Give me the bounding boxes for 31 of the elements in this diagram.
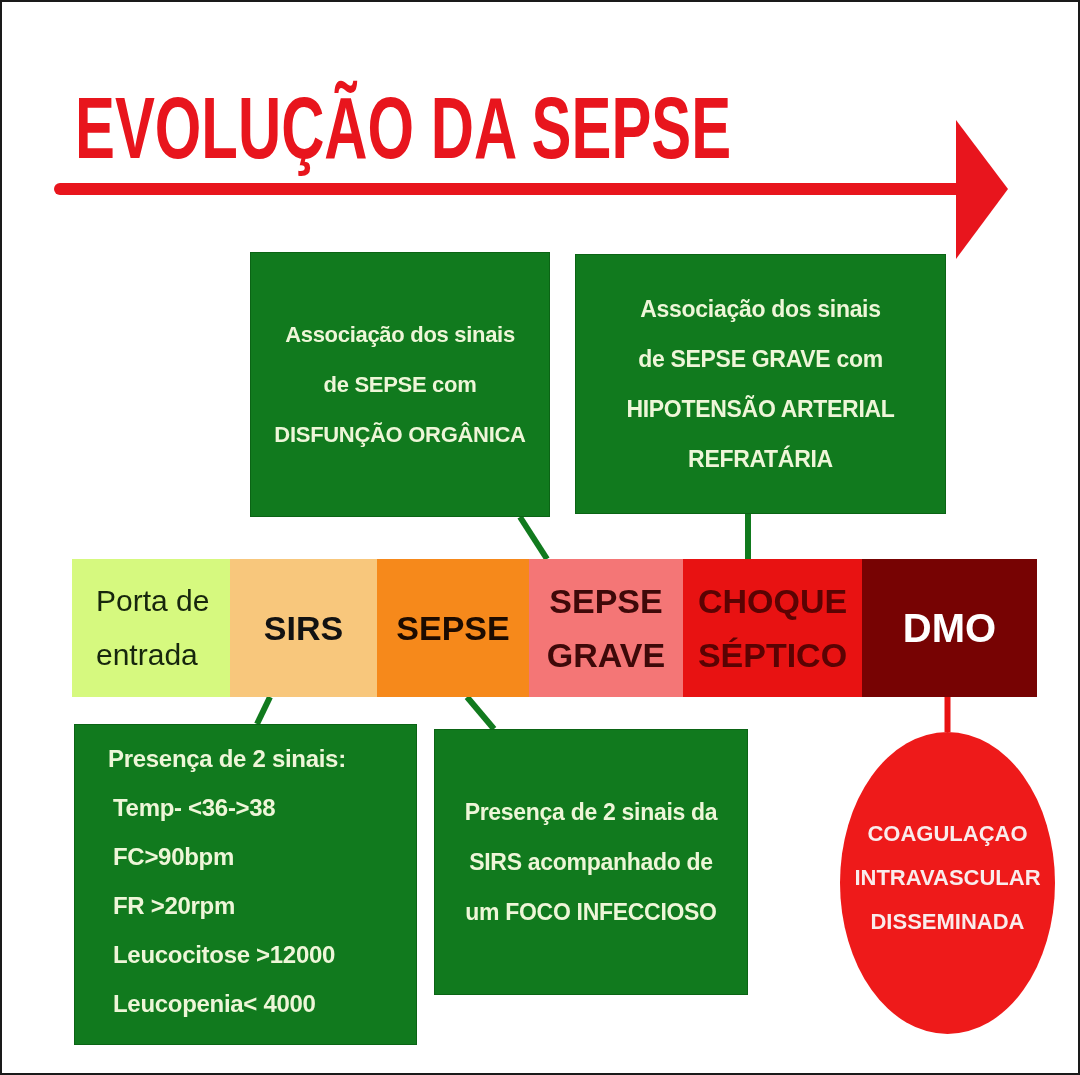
connector-line xyxy=(944,697,951,732)
callout-box xyxy=(434,729,748,995)
stage-label: SEPSE xyxy=(396,607,510,649)
connector-line xyxy=(517,515,550,561)
criteria-item: Leucopenia< 4000 xyxy=(113,989,316,1019)
connector-line xyxy=(745,514,751,559)
criteria-item: Leucocitose >12000 xyxy=(113,940,336,970)
callout-box xyxy=(250,252,550,517)
callout-text: Associação dos sinais de SEPSE com DISFUNÇÃO ORGÂNICA xyxy=(273,320,527,449)
stage-segment xyxy=(683,559,862,697)
stage-label: SEPSE GRAVE xyxy=(546,580,666,676)
stage-segment xyxy=(72,559,230,697)
stage-segment xyxy=(862,559,1037,697)
stage-segment xyxy=(529,559,683,697)
connector-line xyxy=(254,695,273,726)
criteria-heading: Presença de 2 sinais: xyxy=(108,744,346,774)
stage-label: CHOQUE SÉPTICO xyxy=(697,580,848,676)
connector-line xyxy=(464,695,497,731)
stage-label: SIRS xyxy=(263,607,344,649)
callout-box xyxy=(575,254,946,514)
stage-label: DMO xyxy=(902,605,997,652)
callout-text: Associação dos sinais de SEPSE GRAVE com HIPOTENSÃO ARTERIAL REFRATÁRIA xyxy=(625,295,896,474)
criteria-item: Temp- <36->38 xyxy=(113,793,276,823)
stage-segment xyxy=(230,559,377,697)
criteria-item: FC>90bpm xyxy=(113,842,234,872)
criteria-box xyxy=(74,724,417,1045)
ellipse-label: COAGULAÇAO INTRAVASCULAR DISSEMINADA xyxy=(854,820,1041,936)
stage-label: Porta de entrada xyxy=(96,583,211,673)
stage-segment xyxy=(377,559,529,697)
criteria-item: FR >20rpm xyxy=(113,891,235,921)
callout-text: Presença de 2 sinais da SIRS acompanhado de um FOCO INFECCIOSO xyxy=(463,798,719,927)
